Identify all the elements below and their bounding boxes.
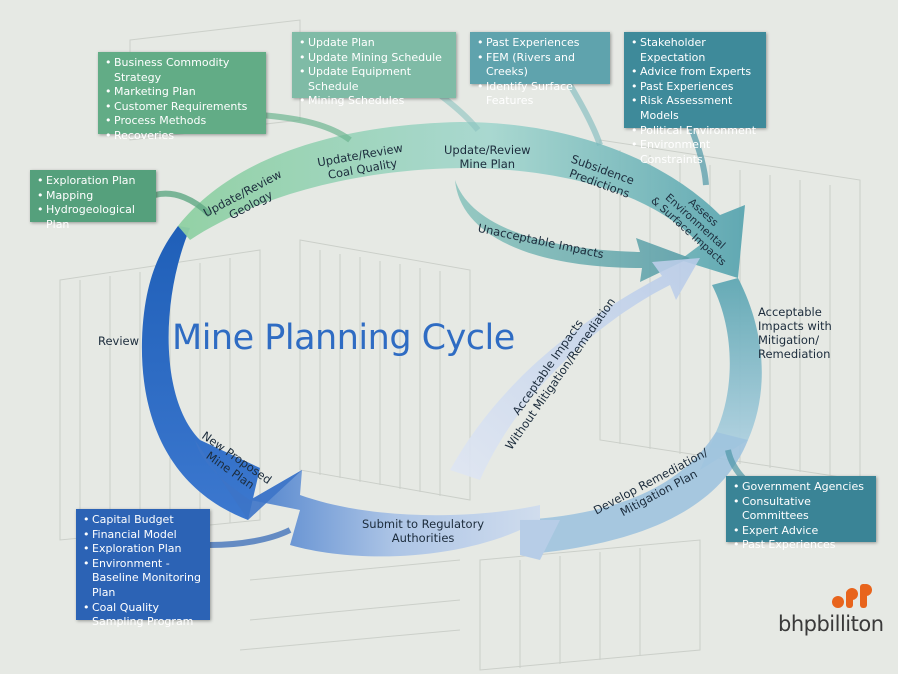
box-capital: Capital BudgetFinancial Model Exploratio… (76, 509, 210, 628)
bhp-logo-text: bhpbilliton (778, 612, 884, 636)
stage-acceptable-without: Acceptable Impacts Without Mitigation/Re… (491, 287, 618, 452)
stage-review: Review (98, 334, 140, 348)
box-exploration: Exploration PlanMapping Hydrogeological … (30, 170, 156, 231)
page-title: Mine Planning Cycle (172, 318, 515, 358)
box-past-experiences: Past ExperiencesFEM (Rivers and Creeks) … (470, 32, 610, 107)
box-government: Government AgenciesConsultative Committe… (726, 476, 876, 553)
box-business: Business Commodity StrategyMarketing Pla… (98, 52, 266, 143)
bhp-logo-mark (832, 584, 872, 608)
box-stakeholder: Stakeholder ExpectationAdvice from Exper… (624, 32, 766, 166)
